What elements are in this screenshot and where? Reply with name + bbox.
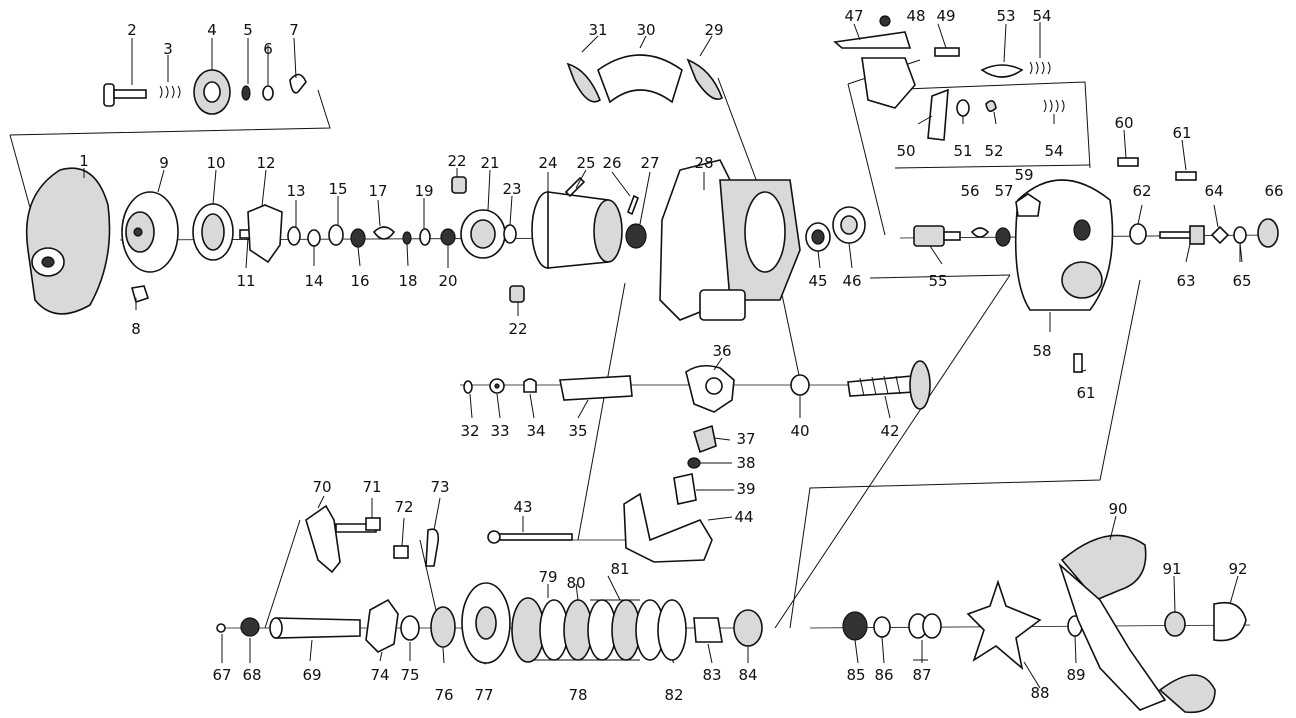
part-label: 11 xyxy=(236,272,255,290)
part-label: 9 xyxy=(159,154,169,172)
part-label: 28 xyxy=(694,154,713,172)
part-label: 55 xyxy=(928,272,947,290)
part-label: 37 xyxy=(736,430,755,448)
part-label: 59 xyxy=(1014,166,1033,184)
part-label: 63 xyxy=(1176,272,1195,290)
part-label: 56 xyxy=(960,182,979,200)
part-label: 82 xyxy=(664,686,683,704)
part-label: 5 xyxy=(243,21,253,39)
part-label: 32 xyxy=(460,422,479,440)
part-label: 74 xyxy=(370,666,389,684)
part-label: 33 xyxy=(490,422,509,440)
part-label: 43 xyxy=(513,498,532,516)
part-label: 54 xyxy=(1032,7,1051,25)
part-label: 34 xyxy=(526,422,545,440)
part-label: 29 xyxy=(704,21,723,39)
part-label: 83 xyxy=(702,666,721,684)
part-label: 70 xyxy=(312,478,331,496)
part-label: 88 xyxy=(1030,684,1049,702)
part-label: 38 xyxy=(736,454,755,472)
part-label: 13 xyxy=(286,182,305,200)
part-label: 12 xyxy=(256,154,275,172)
part-label: 61 xyxy=(1172,124,1191,142)
part-label: 23 xyxy=(502,180,521,198)
part-label: 8 xyxy=(131,320,141,338)
part-label: 46 xyxy=(842,272,861,290)
part-label: 6 xyxy=(263,40,273,58)
part-label: 4 xyxy=(207,21,217,39)
part-label: 20 xyxy=(438,272,457,290)
part-label: 39 xyxy=(736,480,755,498)
part-label: 58 xyxy=(1032,342,1051,360)
part-label: 40 xyxy=(790,422,809,440)
part-label: 71 xyxy=(362,478,381,496)
part-label: 17 xyxy=(368,182,387,200)
part-label: 61 xyxy=(1076,384,1095,402)
part-label: 76 xyxy=(434,686,453,704)
part-label: 42 xyxy=(880,422,899,440)
part-label: 77 xyxy=(474,686,493,704)
part-label: 81 xyxy=(610,560,629,578)
part-label: 49 xyxy=(936,7,955,25)
part-label: 26 xyxy=(602,154,621,172)
part-label: 14 xyxy=(304,272,323,290)
part-label: 53 xyxy=(996,7,1015,25)
part-label: 51 xyxy=(953,142,972,160)
part-label: 89 xyxy=(1066,666,1085,684)
part-label: 52 xyxy=(984,142,1003,160)
part-label: 10 xyxy=(206,154,225,172)
part-label: 86 xyxy=(874,666,893,684)
part-label: 60 xyxy=(1114,114,1133,132)
part-label: 22 xyxy=(447,152,466,170)
part-label: 90 xyxy=(1108,500,1127,518)
part-label: 47 xyxy=(844,7,863,25)
part-label: 79 xyxy=(538,568,557,586)
part-label: 44 xyxy=(734,508,753,526)
part-label: 27 xyxy=(640,154,659,172)
part-label: 87 xyxy=(912,666,931,684)
part-label: 84 xyxy=(738,666,757,684)
part-shapes xyxy=(25,15,1279,714)
part-label: 16 xyxy=(350,272,369,290)
part-label: 62 xyxy=(1132,182,1151,200)
part-label: 36 xyxy=(712,342,731,360)
part-label: 65 xyxy=(1232,272,1251,290)
part-label: 80 xyxy=(566,574,585,592)
part-labels: 1 2 3 4 5 6 7 8 9 10 11 12 13 14 15 16 1… xyxy=(79,7,1283,704)
label-leaders xyxy=(83,22,1243,689)
part-label: 48 xyxy=(906,7,925,25)
part-label: 68 xyxy=(242,666,261,684)
part-label: 73 xyxy=(430,478,449,496)
part-label: 21 xyxy=(480,154,499,172)
part-label: 91 xyxy=(1162,560,1181,578)
part-label: 2 xyxy=(127,21,137,39)
part-label: 72 xyxy=(394,498,413,516)
part-label: 57 xyxy=(994,182,1013,200)
part-label: 30 xyxy=(636,21,655,39)
part-label: 22 xyxy=(508,320,527,338)
part-label: 3 xyxy=(163,40,173,58)
part-label: 45 xyxy=(808,272,827,290)
part-label: 85 xyxy=(846,666,865,684)
part-label: 18 xyxy=(398,272,417,290)
part-label: 69 xyxy=(302,666,321,684)
part-label: 92 xyxy=(1228,560,1247,578)
part-label: 64 xyxy=(1204,182,1223,200)
part-label: 50 xyxy=(896,142,915,160)
part-label: 35 xyxy=(568,422,587,440)
part-label: 67 xyxy=(212,666,231,684)
part-label: 25 xyxy=(576,154,595,172)
part-label: 19 xyxy=(414,182,433,200)
part-label: 15 xyxy=(328,180,347,198)
part-label: 31 xyxy=(588,21,607,39)
part-label: 7 xyxy=(289,21,299,39)
part-label: 24 xyxy=(538,154,557,172)
part-label: 66 xyxy=(1264,182,1283,200)
part-label: 1 xyxy=(79,152,89,170)
part-label: 75 xyxy=(400,666,419,684)
part-label: 78 xyxy=(568,686,587,704)
part-label: 54 xyxy=(1044,142,1063,160)
